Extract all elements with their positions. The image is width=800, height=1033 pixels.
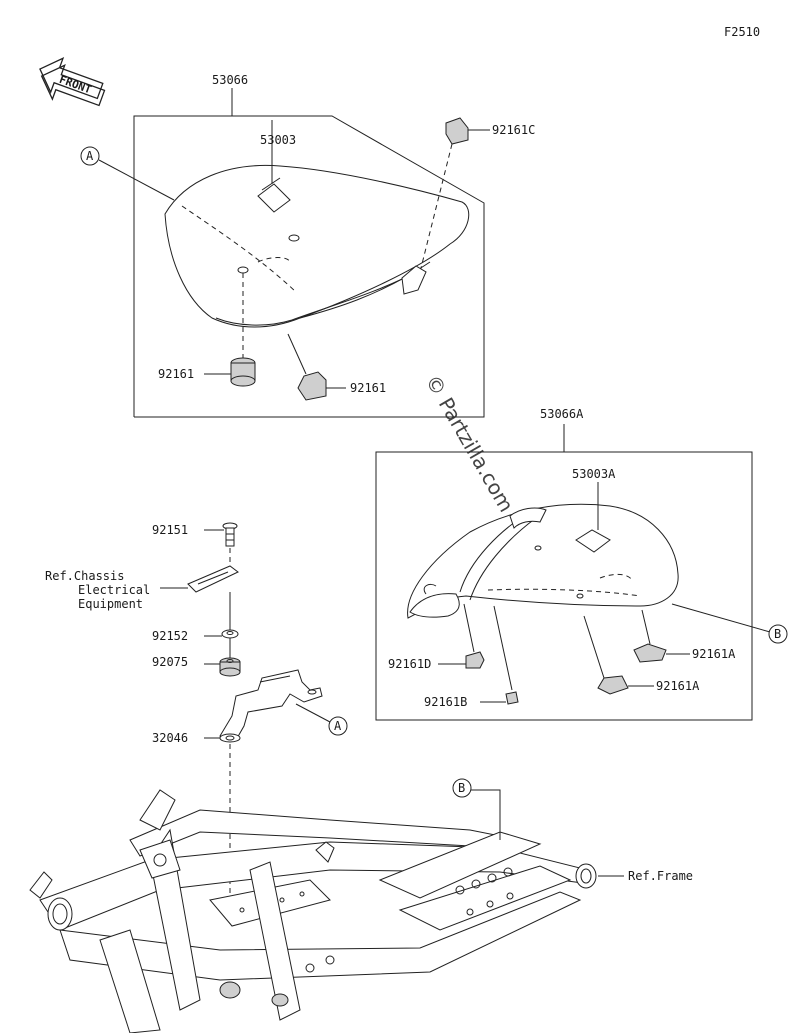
seat-group-53066a: 53066A 53003A B 92161D 92161B [375, 407, 788, 721]
bracket-32046 [219, 669, 323, 741]
fastener-stack: 92151 Ref.Chassis Electrical Equipment 9… [45, 522, 348, 920]
part-label-92161d: 92161D [388, 657, 431, 671]
callout-b-frame: B [458, 781, 465, 795]
callout-b-seat: B [774, 627, 781, 641]
seat-53003a [407, 503, 679, 619]
part-label-92161a-upper: 92161A [692, 647, 736, 661]
damper-92161b [505, 691, 519, 705]
seat-group-53066: 53066 53003 A 92161C 92161 [80, 73, 535, 418]
part-label-92161c: 92161C [492, 123, 535, 137]
ref-chassis-line3: Equipment [78, 597, 143, 611]
callout-a-seat: A [86, 149, 94, 163]
damper-92161d [465, 651, 485, 669]
figure-code: F2510 [724, 25, 760, 39]
damper-92161a-upper [633, 643, 667, 663]
seat-53003 [164, 164, 470, 328]
callout-a-bracket: A [334, 719, 342, 733]
damper-92161-right [297, 371, 327, 401]
part-label-92075: 92075 [152, 655, 188, 669]
part-label-92161-left: 92161 [158, 367, 194, 381]
frame-tube-end-left [47, 897, 73, 931]
part-label-92161-right: 92161 [350, 381, 386, 395]
part-label-53066: 53066 [212, 73, 248, 87]
damper-92161c [445, 117, 469, 145]
part-label-92161b: 92161B [424, 695, 467, 709]
part-label-92161a-lower: 92161A [656, 679, 700, 693]
part-label-53003: 53003 [260, 133, 296, 147]
frame-tube-end-right [575, 863, 597, 889]
ref-chassis-line1: Ref.Chassis [45, 569, 124, 583]
chassis-strap [187, 565, 239, 593]
part-label-92152: 92152 [152, 629, 188, 643]
ref-frame: Ref.Frame [628, 869, 693, 883]
part-label-53003a: 53003A [572, 467, 616, 481]
ref-chassis-line2: Electrical [78, 583, 150, 597]
damper-92161a-lower [597, 675, 629, 695]
part-label-53066a: 53066A [540, 407, 584, 421]
watermark: © Partzilla.com [421, 371, 519, 517]
part-label-92151: 92151 [152, 523, 188, 537]
part-label-32046: 32046 [152, 731, 188, 745]
frame-assembly: Ref.Frame B [29, 778, 693, 1033]
front-arrow-icon: FRONT [39, 57, 106, 107]
